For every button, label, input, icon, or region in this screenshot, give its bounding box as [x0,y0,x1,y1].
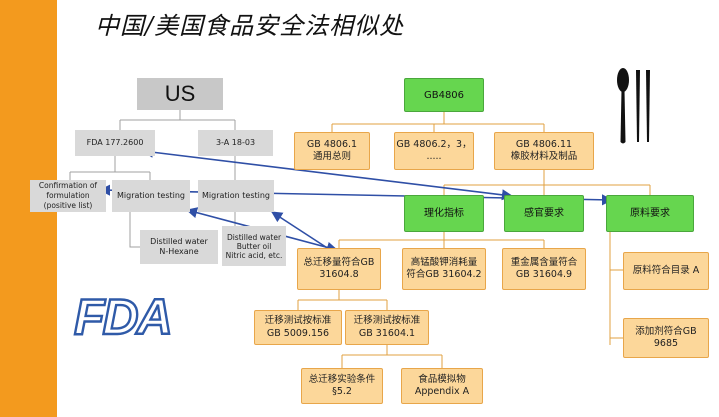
raw-material-requirement-box: 原料要求 [606,195,694,232]
page-title: 中国/美国食品安全法相似处 [95,12,405,40]
utensils-icon [617,68,650,144]
migration-testing-box-2: Migration testing [198,180,274,212]
physchem-index-box: 理化指标 [404,195,484,232]
gb4806-root-box: GB4806 [404,78,484,112]
migration-condition-box: 总迁移实验条件 §5.2 [301,368,383,404]
food-simulant-box: 食品模拟物 Appendix A [401,368,483,404]
gb4806-1-box: GB 4806.1 通用总则 [294,132,370,170]
migration-method-box-1: 迁移测试按标准 GB 5009.156 [254,310,342,345]
fda-177-box: FDA 177.2600 [75,130,155,156]
3a-standard-box: 3-A 18-03 [198,130,273,156]
china-tree-lines [297,112,651,368]
chopsticks-icon [636,70,650,142]
migration-method-box-2: 迁移测试按标准 GB 31604.1 [345,310,429,345]
migration-testing-box-1: Migration testing [112,180,190,212]
simulants-box-1: Distilled water N-Hexane [140,230,218,264]
confirmation-formulation-box: Confirmation of formulation (positive li… [30,180,106,212]
us-root-box: US [137,78,223,110]
fda-logo-text: FDA [74,290,171,342]
raw-list-box: 原料符合目录 A [623,252,709,290]
sensory-requirement-box: 感官要求 [504,195,584,232]
gb4806-parts-box: GB 4806.2，3， ..... [394,132,474,170]
additive-box: 添加剂符合GB 9685 [623,318,709,358]
kmno4-consumption-box: 高锰酸钾消耗量 符合GB 31604.2 [402,248,486,290]
simulants-box-2: Distilled water Butter oil Nitric acid, … [222,226,286,266]
overall-migration-box: 总迁移量符合GB 31604.8 [297,248,381,290]
fda-logo: FDA [73,290,174,342]
gb4806-11-box: GB 4806.11 橡胶材料及制品 [494,132,594,170]
heavy-metal-box: 重金属含量符合 GB 31604.9 [502,248,586,290]
spoon-icon [617,68,629,144]
